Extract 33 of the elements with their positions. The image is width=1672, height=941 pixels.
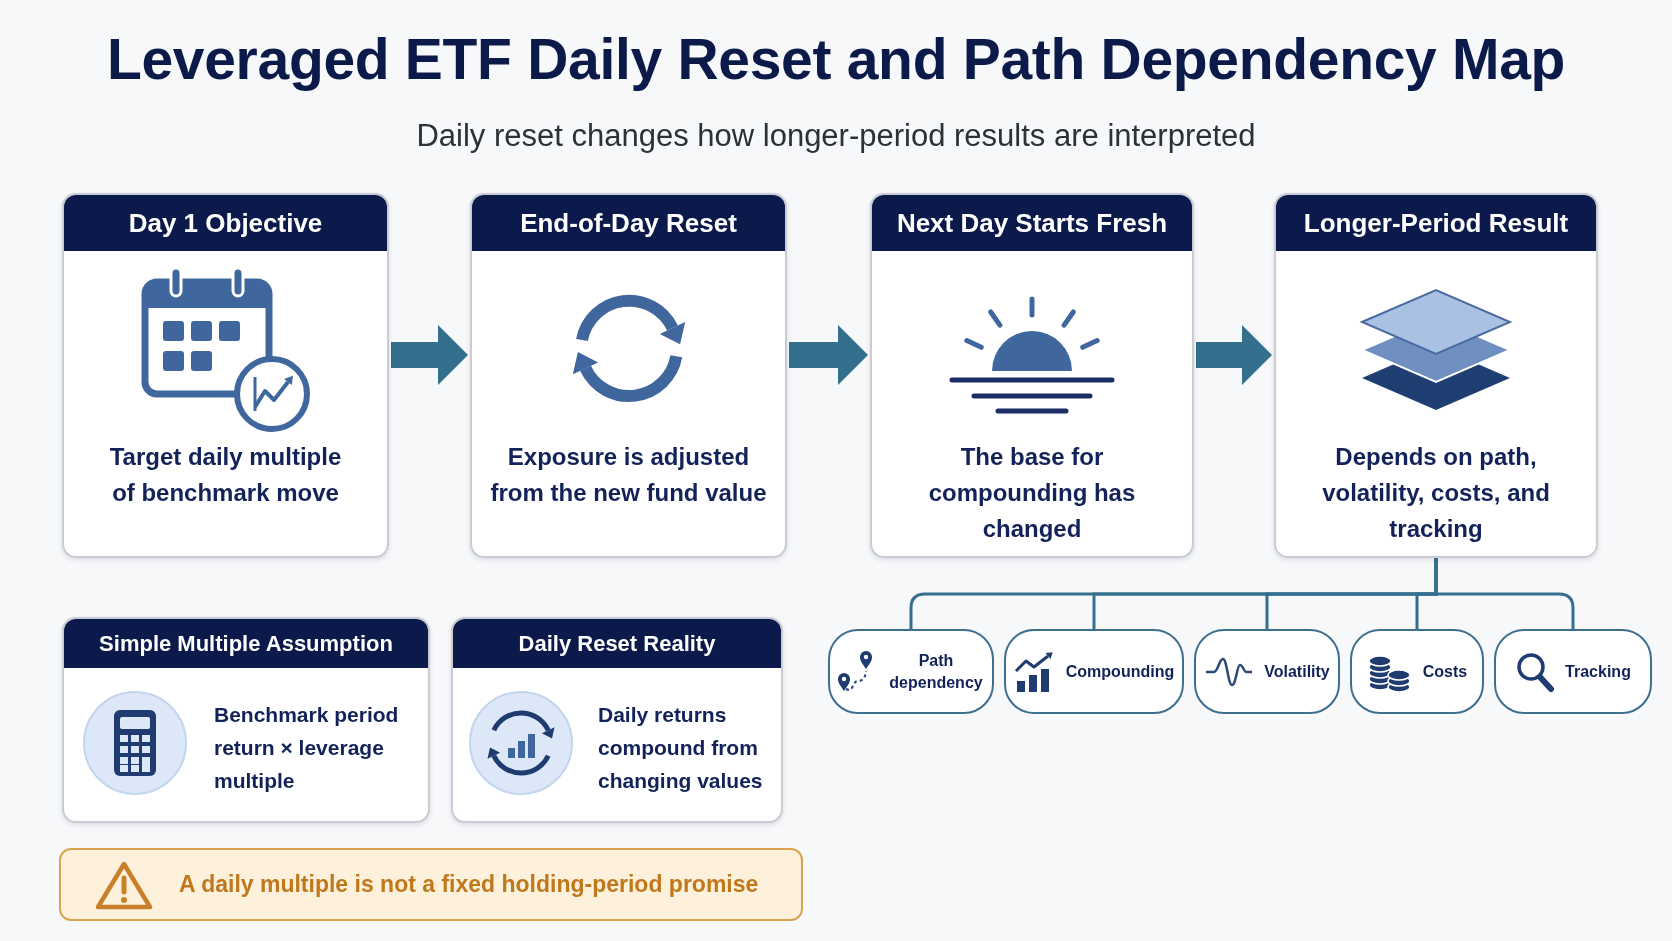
subtitle: Daily reset changes how longer-period results are interpreted: [416, 117, 1256, 155]
card-header: Day 1 Objective: [64, 195, 387, 251]
step-card: [870, 193, 1194, 558]
pill-label: Costs: [1422, 661, 1468, 682]
factor-pill: [1004, 629, 1184, 714]
factor-pill: [828, 629, 994, 714]
card-description: Benchmark period return × leverage multiple: [214, 701, 400, 794]
card-description: Exposure is adjusted from the new fund value: [489, 442, 768, 508]
pill-label: Volatility: [1264, 661, 1330, 682]
card-header: Next Day Starts Fresh: [872, 195, 1192, 251]
card-header: Simple Multiple Assumption: [64, 619, 428, 668]
comparison-card: [451, 617, 783, 823]
factor-pill: [1350, 629, 1484, 714]
factor-pill: [1194, 629, 1340, 714]
card-description: Depends on path, volatility, costs, and tracking: [1321, 442, 1551, 544]
connector-line: [1434, 558, 1575, 629]
pill-label: Path dependency: [888, 650, 984, 693]
warning-banner: [59, 848, 803, 921]
card-description: The base for compounding has changed: [927, 442, 1137, 544]
title: Leveraged ETF Daily Reset and Path Dependency Map: [106, 26, 1566, 93]
card-description: Daily returns compound from changing values: [598, 701, 764, 794]
card-header: Daily Reset Reality: [453, 619, 781, 668]
card-header: End-of-Day Reset: [472, 195, 785, 251]
step-card: [62, 193, 389, 558]
card-header: Longer-Period Result: [1276, 195, 1596, 251]
pill-label: Tracking: [1565, 661, 1631, 682]
card-description: Target daily multiple of benchmark move: [108, 442, 343, 508]
comparison-card: [62, 617, 430, 823]
step-card: [470, 193, 787, 558]
step-card: [1274, 193, 1598, 558]
factor-pill: [1494, 629, 1652, 714]
pill-label: Compounding: [1065, 661, 1175, 682]
warning-text: A daily multiple is not a fixed holding-period promise: [179, 871, 759, 898]
